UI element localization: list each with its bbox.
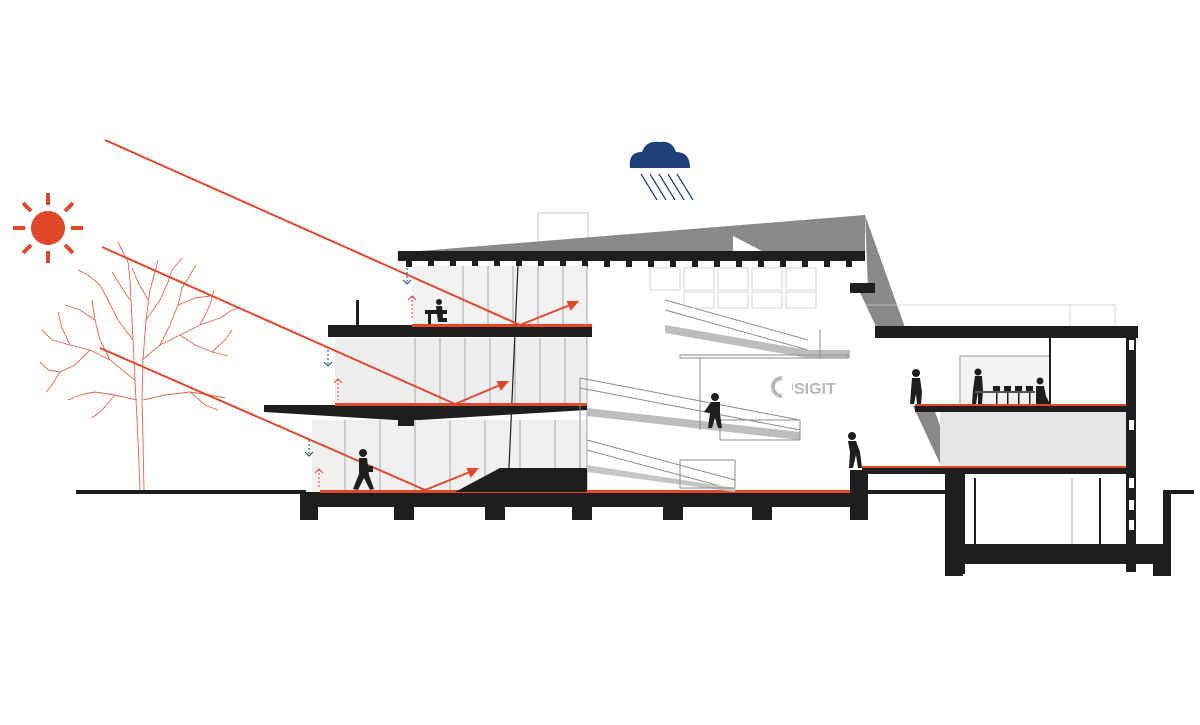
ground-line [76, 490, 1194, 494]
atrium-stairs [579, 268, 850, 492]
ground-stair [455, 468, 587, 492]
logo: SIGIT [771, 375, 836, 399]
roof-joists [406, 261, 852, 267]
people [353, 299, 1050, 490]
person-by-window [910, 369, 922, 404]
sun-icon [13, 193, 83, 263]
tree-icon [39, 241, 241, 491]
logo-text: SIGIT [794, 381, 836, 398]
person-walking-ground [353, 449, 374, 490]
wall-panels [649, 267, 1116, 328]
person-on-stairs [704, 393, 722, 428]
right-wing [862, 326, 1171, 576]
person-standing-atrium [848, 432, 862, 468]
meeting-group [972, 368, 1050, 404]
rain-cloud-icon [629, 141, 694, 201]
person-at-desk [425, 299, 447, 324]
ventilation-indicators [304, 268, 417, 488]
floor-slabs [264, 300, 868, 520]
